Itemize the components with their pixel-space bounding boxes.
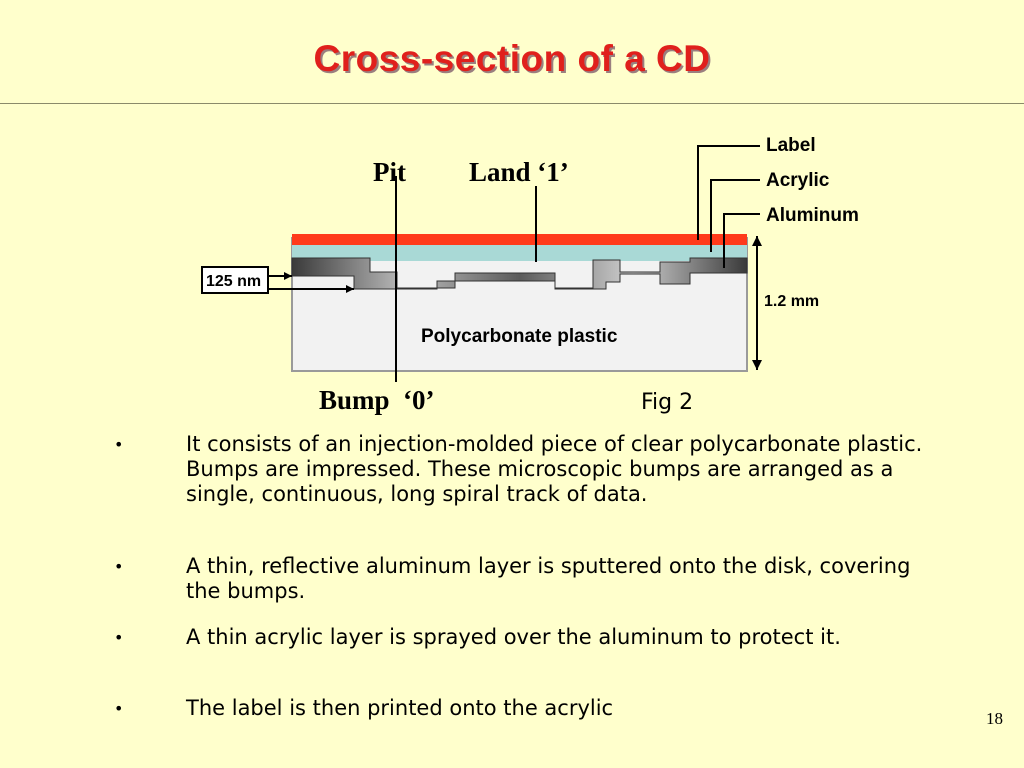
bullet-marker: • (114, 699, 124, 718)
bump-label: Bump ‘0’ (319, 385, 435, 415)
bullet-marker: • (114, 435, 124, 454)
figure-caption: Fig 2 (641, 390, 694, 415)
slide-title: Cross-section of a CD (313, 38, 711, 79)
bullet-marker: • (114, 557, 124, 576)
bullet-text: A thin, reflective aluminum layer is spu… (186, 554, 911, 603)
depth-arrowhead-bottom (346, 285, 354, 293)
thickness-arrowhead-top (752, 236, 762, 246)
acrylic-layer-text: Acrylic (766, 170, 830, 191)
pit-label: Pit (373, 157, 406, 187)
bullet-text: It consists of an injection-molded piece… (186, 432, 923, 506)
substrate-label-text: Polycarbonate plastic (421, 326, 618, 347)
acrylic-leader-line (710, 179, 760, 252)
bullet-text: A thin acrylic layer is sprayed over the… (186, 625, 841, 649)
bullet-text: The label is then printed onto the acryl… (186, 696, 614, 720)
thickness-label-text: 1.2 mm (764, 293, 819, 310)
label-layer-text: Label (766, 135, 816, 156)
aluminum-layer-text: Aluminum (766, 205, 859, 226)
aluminum-layer (291, 257, 748, 290)
depth-arrowhead-top (284, 272, 292, 280)
acrylic-layer (292, 245, 747, 261)
page-number: 18 (986, 709, 1003, 728)
label-leader-line (697, 145, 760, 240)
label-layer (292, 234, 747, 245)
title-divider (0, 103, 1024, 104)
aluminum-leader-line (723, 213, 760, 268)
bullet-marker: • (114, 628, 124, 647)
land-label: Land ‘1’ (469, 157, 569, 187)
thickness-arrowhead-bottom (752, 360, 762, 370)
depth-label-text: 125 nm (206, 273, 261, 290)
depth-label-box (201, 266, 269, 294)
